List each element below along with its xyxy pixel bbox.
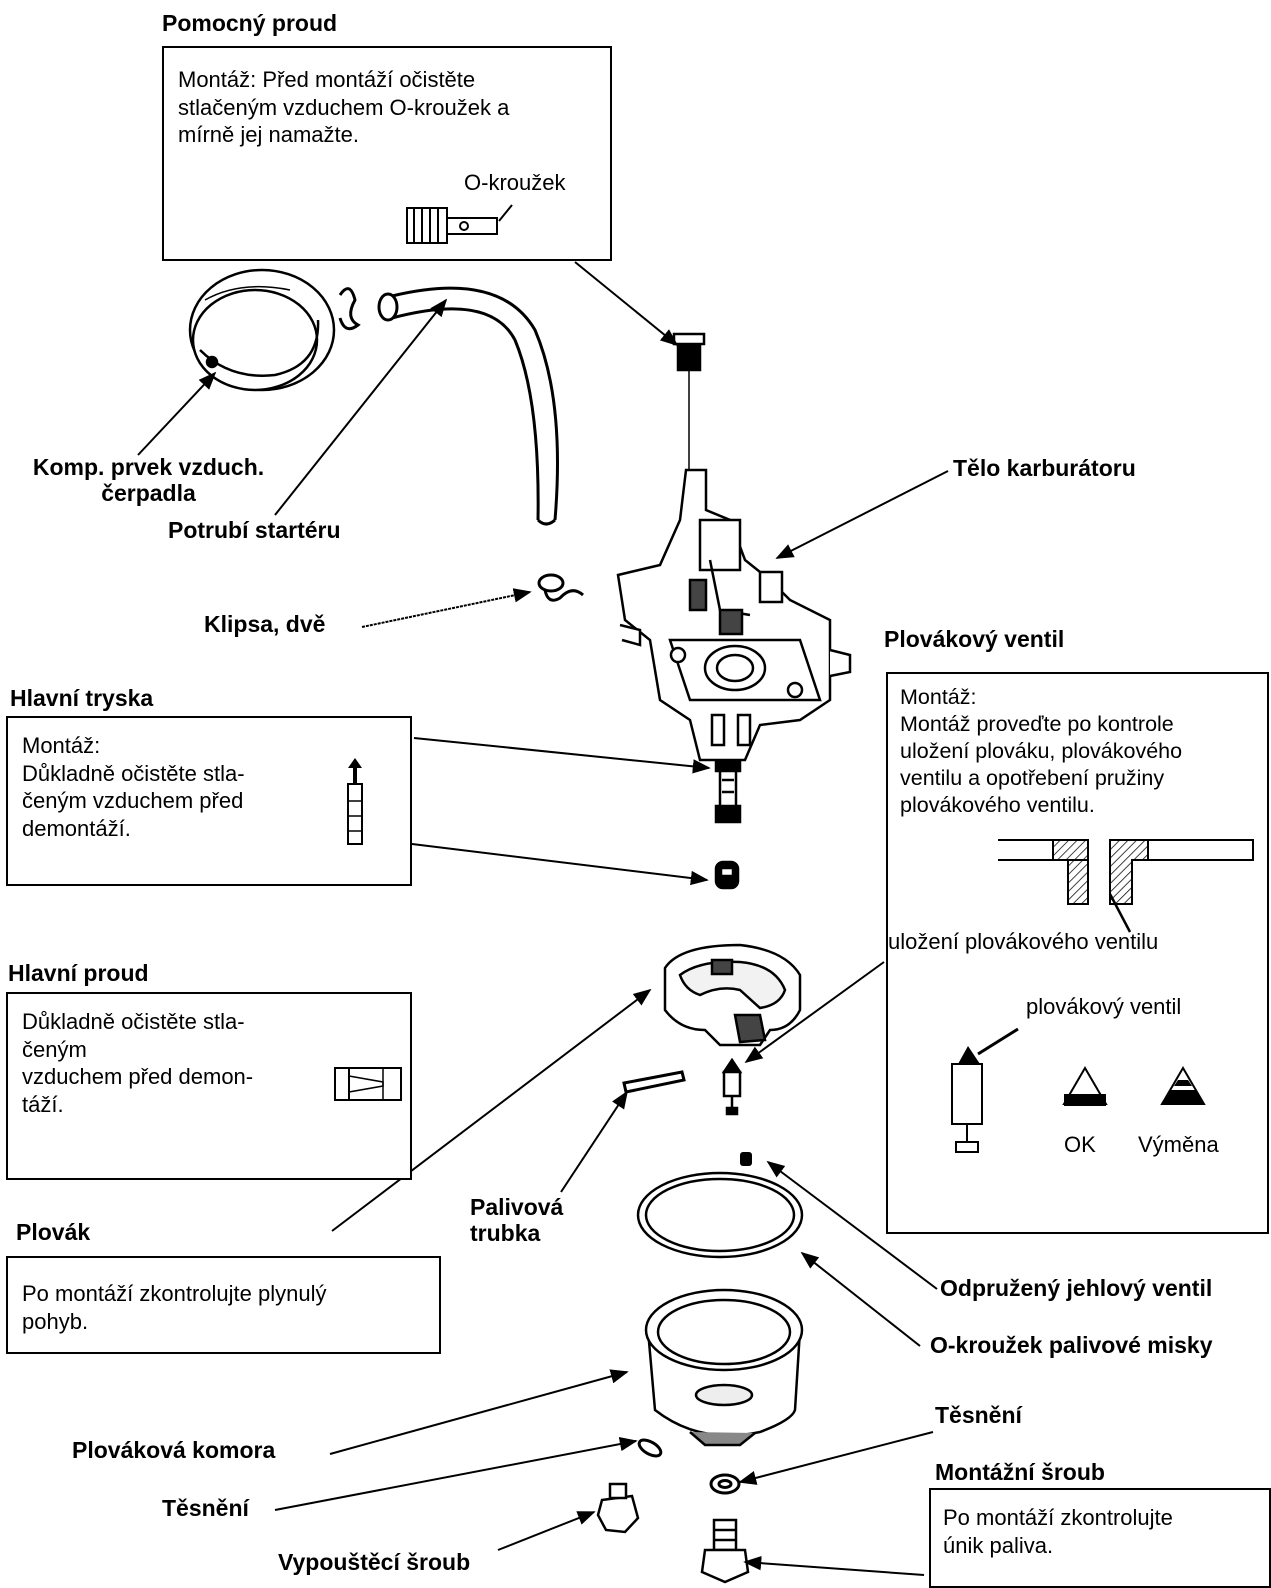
float-valve-note-box: Montáž: Montáž proveďte po kontrole ulož…: [886, 672, 1269, 1234]
main-nozzle-small-drawing: [334, 1067, 402, 1101]
label-spring-needle: Odpružený jehlový ventil: [940, 1275, 1213, 1301]
mounting-bolt-note-text: Po montáží zkontrolujte únik paliva.: [943, 1505, 1173, 1558]
label-mounting-bolt: Montážní šroub: [935, 1459, 1105, 1485]
label-fuel-pipe: Palivová trubka: [470, 1194, 564, 1247]
label-bowl-o-ring: O-kroužek palivové misky: [930, 1332, 1213, 1358]
float-note-box: Po montáží zkontrolujte plynulý pohyb.: [6, 1256, 441, 1354]
label-air-pump-element: Komp. prvek vzduch. čerpadla: [32, 454, 265, 507]
label-starter-tube: Potrubí startéru: [168, 517, 341, 543]
gasket-left: [637, 1438, 663, 1458]
float-valve-note-text: Montáž: Montáž proveďte po kontrole ulož…: [900, 685, 1183, 817]
main-jet-note-box: Montáž: Důkladně očistěte stla- čeným vz…: [6, 716, 412, 886]
label-carburetor-body: Tělo karburátoru: [953, 455, 1136, 481]
label-float-valve: Plovákový ventil: [884, 626, 1065, 652]
mounting-bolt: [700, 1518, 750, 1584]
mounting-bolt-note-box: Po montáží zkontrolujte únik paliva.: [929, 1488, 1271, 1588]
float-pin: [622, 1070, 686, 1094]
float-needle: [721, 1057, 743, 1116]
drain-screw: [596, 1482, 640, 1534]
label-float-chamber: Plováková komora: [72, 1437, 276, 1463]
label-gasket-right: Těsnění: [935, 1402, 1022, 1428]
ok-triangle-icon: [1062, 1066, 1108, 1106]
leader-lines: [137, 261, 949, 1576]
label-clip: Klipsa, dvě: [204, 611, 326, 637]
air-pump-element: [188, 268, 336, 392]
float-bowl: [644, 1288, 804, 1447]
pilot-jet-note-text: Montáž: Před montáží očistěte stlačeným …: [178, 67, 510, 147]
label-main-nozzle: Hlavní proud: [8, 960, 149, 986]
clip-bottom: [537, 573, 585, 602]
label-drain-screw: Vypouštěcí šroub: [278, 1549, 471, 1575]
label-float: Plovák: [16, 1219, 91, 1245]
pilot-jet: [672, 332, 706, 470]
label-gasket-left: Těsnění: [162, 1495, 249, 1521]
replace-caption: Výměna: [1138, 1132, 1219, 1157]
o-ring-jet-drawing: [406, 204, 513, 244]
pilot-jet-note-box: Montáž: Před montáží očistěte stlačeným …: [162, 46, 612, 261]
needle-valve-drawing: [951, 1027, 1019, 1153]
clip-top: [338, 287, 361, 331]
valve-seat-drawing: [998, 839, 1254, 933]
valve-caption: plovákový ventil: [1026, 994, 1182, 1019]
main-nozzle-note-text: Důkladně očistěte stla- čeným vzduchem p…: [22, 1009, 254, 1117]
o-ring-caption: O-kroužek: [464, 170, 566, 195]
label-pomocny-proud: Pomocný proud: [162, 10, 338, 36]
main-jet-note-text: Montáž: Důkladně očistěte stla- čeným vz…: [22, 733, 245, 841]
float: [663, 943, 802, 1047]
starter-tube: [377, 286, 559, 526]
carburetor-body: [616, 468, 852, 762]
main-jet-small-drawing: [347, 758, 363, 845]
valve-seat-caption: uložení plovákového ventilu: [888, 929, 1159, 954]
replace-triangle-icon: [1160, 1066, 1206, 1105]
main-jet: [714, 759, 742, 824]
spring-needle: [740, 1152, 752, 1166]
main-nozzle: [714, 860, 740, 890]
gasket-right: [709, 1473, 741, 1495]
label-main-jet: Hlavní tryska: [10, 685, 154, 711]
float-note-text: Po montáží zkontrolujte plynulý pohyb.: [22, 1281, 327, 1334]
bowl-o-ring: [636, 1171, 804, 1259]
main-nozzle-note-box: Důkladně očistěte stla- čeným vzduchem p…: [6, 992, 412, 1180]
ok-caption: OK: [1064, 1132, 1096, 1157]
